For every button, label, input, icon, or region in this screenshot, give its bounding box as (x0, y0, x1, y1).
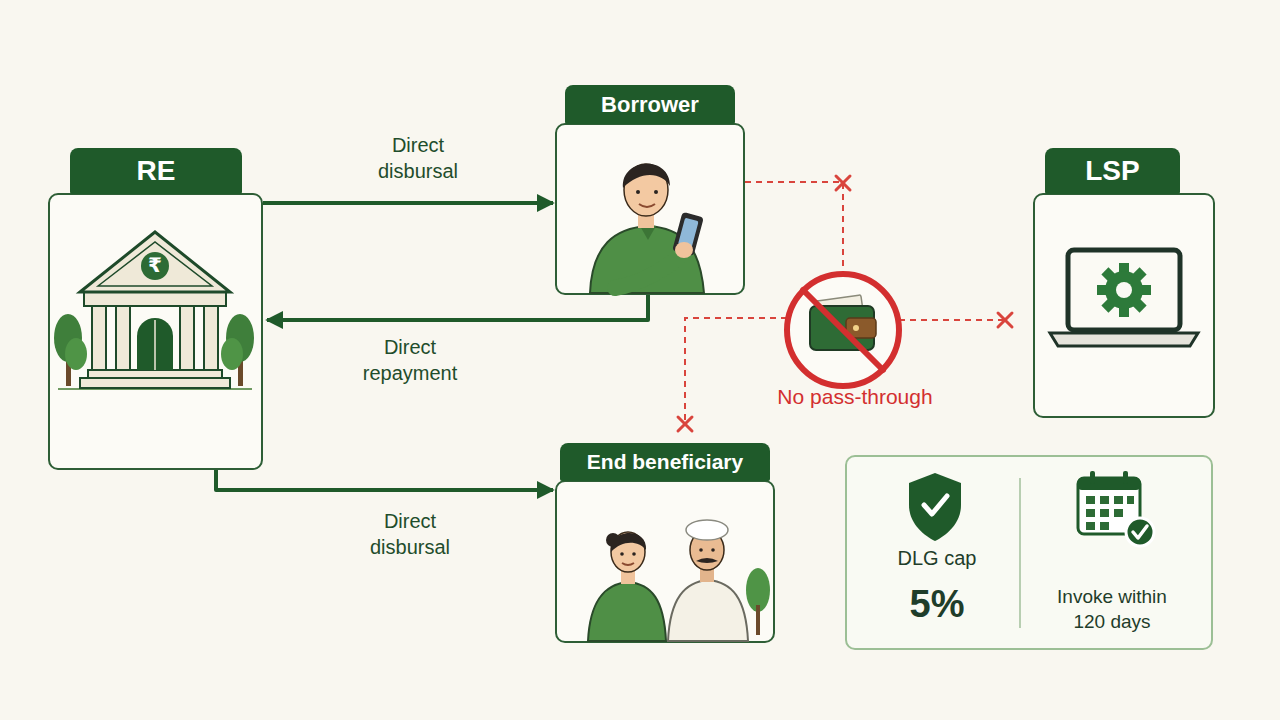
block-cross (836, 176, 850, 190)
panel-text: 5% (867, 580, 1007, 629)
currency-symbol: ₹ (141, 253, 169, 277)
header-tab: RE (70, 148, 242, 194)
node-title: Borrower (601, 92, 699, 118)
no-wallet-symbol (853, 325, 859, 331)
guarantee-panel: DLG cap 5% Invoke within 120 days (845, 455, 1213, 650)
flow-arrow (263, 201, 553, 205)
block-cross (998, 313, 1012, 327)
block-cross (836, 176, 850, 190)
block-cross (678, 417, 692, 431)
lender-box: RE (48, 193, 263, 470)
header-tab: LSP (1045, 148, 1180, 194)
node-title: RE (137, 155, 176, 187)
no-wallet-symbol (810, 306, 874, 350)
edge-label: Direct disbursal (355, 508, 465, 560)
panel-text: DLG cap (867, 545, 1007, 571)
edge-label: Direct disbursal (363, 132, 473, 184)
edge-label: Direct repayment (350, 334, 470, 386)
warning-label: No pass-through (765, 384, 945, 409)
header-tab: Borrower (565, 85, 735, 124)
beneficiary-box: End beneficiary (555, 480, 775, 643)
no-wallet-symbol (815, 295, 863, 315)
blocked-link (899, 319, 1005, 321)
flow-arrow (216, 470, 553, 490)
blocked-link (745, 182, 843, 272)
no-wallet-symbol (787, 274, 899, 386)
no-wallet-symbol (787, 274, 899, 386)
node-title: LSP (1085, 155, 1139, 187)
no-wallet-symbol (846, 318, 876, 338)
service-provider-box: LSP (1033, 193, 1215, 418)
no-wallet-symbol (803, 290, 883, 370)
blocked-link (685, 318, 787, 424)
flow-arrow (267, 295, 648, 320)
node-title: End beneficiary (587, 450, 743, 474)
block-cross (998, 313, 1012, 327)
borrower-box: Borrower (555, 123, 745, 295)
block-cross (678, 417, 692, 431)
header-tab: End beneficiary (560, 443, 770, 481)
panel-text: Invoke within 120 days (1042, 585, 1182, 634)
